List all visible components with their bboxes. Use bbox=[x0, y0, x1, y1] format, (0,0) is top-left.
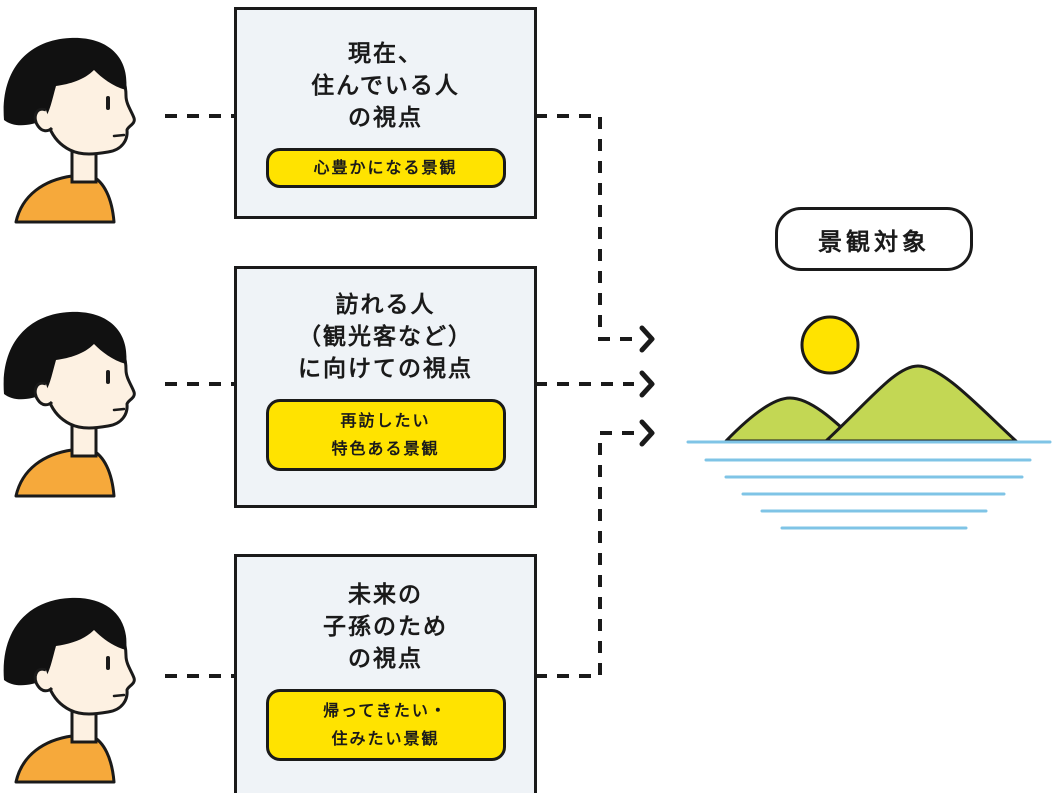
landscape-target-label: 景観対象 bbox=[775, 207, 973, 271]
connector-resident-right bbox=[535, 114, 634, 341]
landscape-icon bbox=[686, 315, 1052, 530]
perspective-title: 訪れる人 （観光客など） に向けての視点 bbox=[298, 292, 473, 382]
person-icon-future bbox=[1, 595, 137, 784]
perspective-title: 未来の 子孫のため の視点 bbox=[323, 582, 448, 672]
perspective-box-visitor: 訪れる人 （観光客など） に向けての視点 再訪したい 特色ある景観 bbox=[234, 266, 537, 508]
person-icon-visitor bbox=[1, 309, 137, 498]
perspective-title: 現在、 住んでいる人 の視点 bbox=[311, 41, 460, 131]
perspective-badge: 再訪したい 特色ある景観 bbox=[265, 399, 506, 471]
perspective-badge: 心豊かになる景観 bbox=[265, 148, 506, 188]
perspective-badge: 帰ってきたい・ 住みたい景観 bbox=[265, 689, 506, 761]
arrowhead-visitor bbox=[639, 370, 655, 398]
person-icon-resident bbox=[1, 35, 137, 224]
sun-icon bbox=[800, 315, 860, 375]
connector-future-right bbox=[535, 431, 634, 678]
water-icon bbox=[686, 440, 1052, 530]
mountain-right-icon bbox=[824, 364, 1018, 443]
arrowhead-future bbox=[639, 419, 655, 447]
perspective-box-future: 未来の 子孫のため の視点 帰ってきたい・ 住みたい景観 bbox=[234, 554, 537, 793]
perspective-box-resident: 現在、 住んでいる人 の視点 心豊かになる景観 bbox=[234, 7, 537, 219]
arrowhead-resident bbox=[639, 325, 655, 353]
